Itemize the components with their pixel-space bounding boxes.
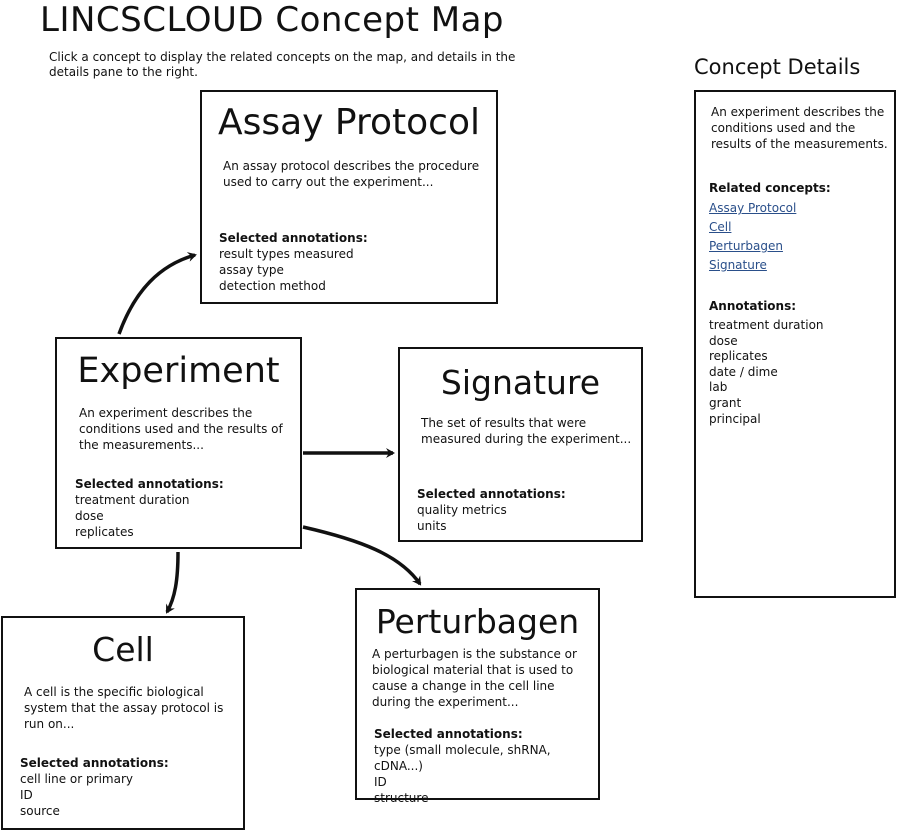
concept-name: Experiment xyxy=(77,351,280,391)
concept-signature[interactable]: Signature The set of results that were m… xyxy=(398,347,643,542)
related-link-assay-protocol[interactable]: Assay Protocol xyxy=(709,201,797,215)
page-instructions: Click a concept to display the related c… xyxy=(49,50,516,79)
annotation-item: replicates xyxy=(709,349,768,364)
annotations-label: Selected annotations: xyxy=(417,487,566,501)
annotations-label: Selected annotations: xyxy=(219,231,368,245)
annotation-item: type (small molecule, shRNA, cDNA...) xyxy=(374,743,551,773)
annotation-item: dose xyxy=(75,509,104,523)
annotation-item: source xyxy=(20,804,60,818)
annotation-item: lab xyxy=(709,380,728,395)
details-annotations: Annotations: treatment duration dose rep… xyxy=(709,298,824,427)
concept-annotations: Selected annotations: cell line or prima… xyxy=(20,755,169,819)
annotation-item: detection method xyxy=(219,279,326,293)
annotation-item: date / dime xyxy=(709,364,778,379)
related-link-signature[interactable]: Signature xyxy=(709,258,767,272)
concept-cell[interactable]: Cell A cell is the specific biological s… xyxy=(1,616,245,830)
concept-name: Assay Protocol xyxy=(217,102,481,143)
concept-name: Perturbagen xyxy=(375,602,580,641)
concept-description: A perturbagen is the substance or biolog… xyxy=(372,647,577,709)
concept-annotations: Selected annotations: type (small molecu… xyxy=(374,726,598,806)
related-link-cell[interactable]: Cell xyxy=(709,220,732,234)
concept-description: A cell is the specific biological system… xyxy=(24,685,224,731)
annotation-item: units xyxy=(417,519,447,533)
concept-description: The set of results that were measured du… xyxy=(421,416,632,446)
annotations-label: Selected annotations: xyxy=(75,477,224,491)
annotation-item: assay type xyxy=(219,263,284,277)
annotation-item: cell line or primary xyxy=(20,772,133,786)
annotation-item: dose xyxy=(709,333,738,348)
details-pane-title: Concept Details xyxy=(694,55,861,79)
concept-annotations: Selected annotations: quality metrics un… xyxy=(417,486,566,534)
details-description: An experiment describes the conditions u… xyxy=(711,105,888,151)
concept-name: Cell xyxy=(92,630,154,669)
annotation-item: treatment duration xyxy=(75,493,190,507)
annotations-label: Selected annotations: xyxy=(374,727,523,741)
related-concepts: Related concepts: Assay Protocol Cell Pe… xyxy=(709,180,831,275)
annotations-label: Annotations: xyxy=(709,299,797,313)
related-concepts-label: Related concepts: xyxy=(709,181,831,195)
concept-assay-protocol[interactable]: Assay Protocol An assay protocol describ… xyxy=(200,90,498,304)
page-title: LINCSCLOUD Concept Map xyxy=(40,0,505,40)
annotation-item: ID xyxy=(20,788,33,802)
concept-annotations: Selected annotations: treatment duration… xyxy=(75,476,224,540)
concept-annotations: Selected annotations: result types measu… xyxy=(219,230,368,294)
annotation-item: quality metrics xyxy=(417,503,507,517)
annotation-item: structure xyxy=(374,791,429,805)
annotation-item: replicates xyxy=(75,525,134,539)
annotation-item: result types measured xyxy=(219,247,354,261)
concept-description: An assay protocol describes the procedur… xyxy=(223,159,480,189)
concept-experiment[interactable]: Experiment An experiment describes the c… xyxy=(55,337,302,549)
related-link-perturbagen[interactable]: Perturbagen xyxy=(709,239,783,253)
details-pane: An experiment describes the conditions u… xyxy=(694,90,896,598)
arrow-experiment-to-assay xyxy=(117,252,197,335)
annotation-item: principal xyxy=(709,411,761,426)
concept-name: Signature xyxy=(440,363,601,402)
annotation-item: ID xyxy=(374,775,387,789)
arrow-experiment-to-cell xyxy=(165,551,180,614)
annotation-item: grant xyxy=(709,395,742,410)
concept-description: An experiment describes the conditions u… xyxy=(79,406,283,452)
annotations-label: Selected annotations: xyxy=(20,756,169,770)
concept-perturbagen[interactable]: Perturbagen A perturbagen is the substan… xyxy=(355,588,600,805)
annotation-item: treatment duration xyxy=(709,318,824,332)
